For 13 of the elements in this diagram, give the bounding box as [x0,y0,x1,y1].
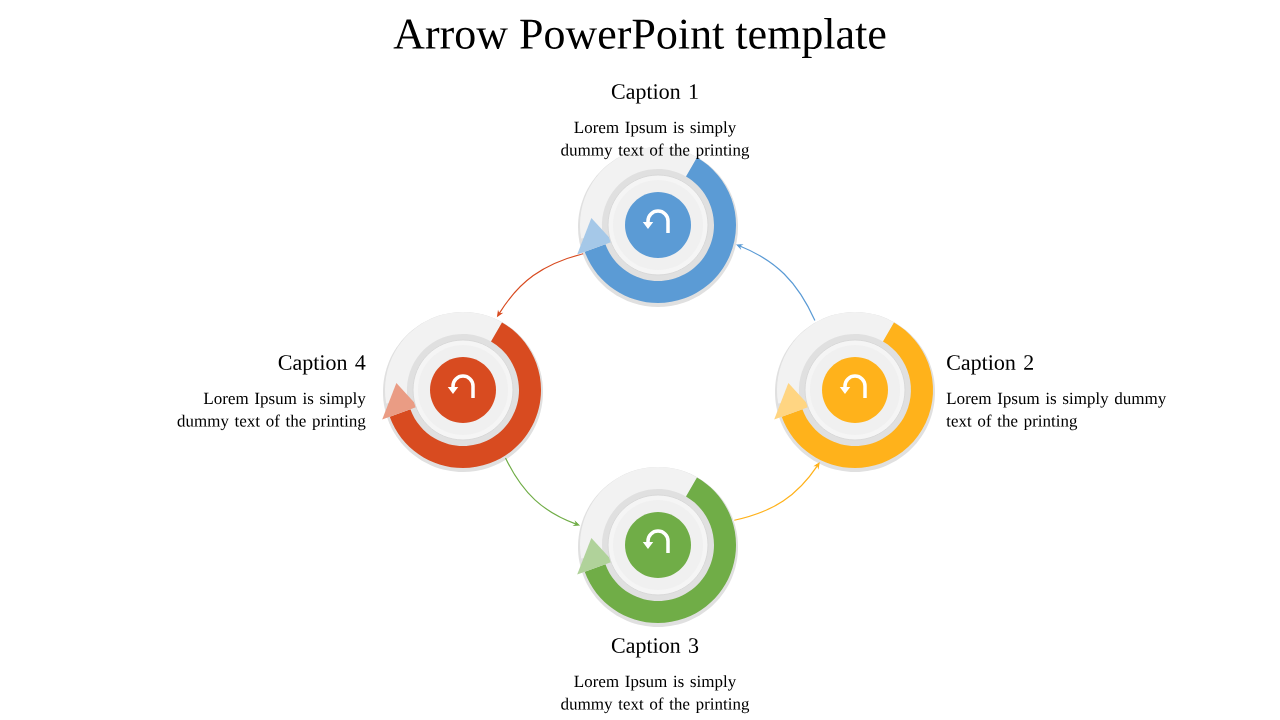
caption-text: Lorem Ipsum is simply dummy text of the printing [177,392,366,431]
caption-text: Lorem Ipsum is simply dummy text of the printing [561,121,750,160]
circular-arrow-drawing [577,467,738,627]
circular-arrow-drawing [382,312,543,472]
caption-heading: Caption 4 [278,355,366,375]
circular-arrow-drawing [774,312,935,472]
arrow [733,462,820,521]
caption-heading: Caption 2 [947,355,1033,375]
title: Arrow PowerPoint template [393,18,886,58]
caption-heading: Caption 3 [611,638,699,658]
caption-text: Lorem Ipsum is simply dummy text of the printing [561,675,750,714]
caption-text: Lorem Ipsum is simply dummy text of the printing [946,392,1167,431]
caption-heading: Caption 1 [611,84,698,104]
